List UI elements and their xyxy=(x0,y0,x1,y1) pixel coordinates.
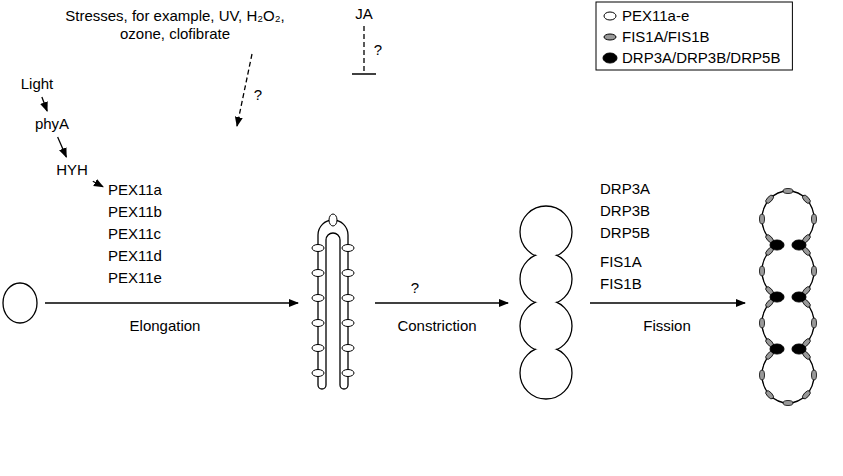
annotation-label: FIS1A xyxy=(600,253,642,271)
drp-symbol xyxy=(770,240,784,250)
node-text: PEX11b xyxy=(108,201,162,223)
round-peroxisome xyxy=(3,283,37,323)
annotation-label: DRP3A xyxy=(600,180,650,198)
peroxisome-lobe-fill xyxy=(763,296,813,350)
fis1-symbol xyxy=(783,401,793,406)
drp-symbol xyxy=(792,344,806,354)
fis1-symbol xyxy=(760,266,765,276)
term-node: Light xyxy=(19,74,56,94)
fis1-symbol xyxy=(801,194,811,205)
fission-arrow xyxy=(590,302,745,303)
peroxisome-lobe-fill xyxy=(521,254,571,304)
node-text: JA xyxy=(355,5,373,23)
term-node: phyA xyxy=(33,114,71,134)
legend-pex11-symbol xyxy=(604,12,616,20)
pex11-symbol xyxy=(312,295,324,302)
peroxisome-lobe-fill xyxy=(763,244,813,298)
activation-arrow xyxy=(93,181,103,187)
inhibition-bar xyxy=(352,73,376,75)
pex11-symbol xyxy=(312,320,324,327)
legend-fis1-symbol xyxy=(604,34,616,40)
elongation-arrow xyxy=(45,302,298,303)
activation-arrow xyxy=(58,137,67,157)
pex11-symbol xyxy=(312,270,324,277)
peroxisome-lobe-outline xyxy=(762,191,814,247)
drp-symbol xyxy=(792,292,806,302)
node-text: Stresses, for example, UV, H₂O₂, ozone, … xyxy=(42,7,308,43)
pex11-symbol xyxy=(312,345,324,352)
annotation-label: DRP5B xyxy=(600,224,650,242)
peroxisome-lobe-outline xyxy=(762,295,814,351)
legend-drp-symbol xyxy=(603,53,617,63)
fis1-symbol xyxy=(760,370,765,380)
pex11-symbol xyxy=(329,214,337,226)
pex11-symbol xyxy=(342,245,354,252)
node-text: PEX11a xyxy=(108,179,162,201)
legend-text: PEX11a-e xyxy=(622,7,689,25)
drp-symbol xyxy=(792,240,806,250)
annotation-label: ? xyxy=(374,41,382,59)
annotation-label: Fission xyxy=(643,317,691,335)
fis1-symbol xyxy=(760,318,765,328)
pex11-symbol xyxy=(342,270,354,277)
peroxisome-lobe-fill xyxy=(521,348,571,398)
pex11-symbol xyxy=(342,370,354,377)
drp-symbol xyxy=(770,292,784,302)
fis1-symbol xyxy=(801,389,811,400)
constriction-arrow xyxy=(375,302,508,303)
node-text: HYH xyxy=(56,161,88,179)
annotation-label: FIS1B xyxy=(600,275,642,293)
legend-text: FIS1A/FIS1B xyxy=(622,28,710,46)
peroxisome-lobe-outline xyxy=(520,206,572,258)
pex11-symbol xyxy=(342,345,354,352)
drp-symbol xyxy=(770,344,784,354)
annotation-label: Constriction xyxy=(397,317,476,335)
pex11-symbol xyxy=(342,295,354,302)
term-node: HYH xyxy=(54,160,90,180)
fis1-symbol xyxy=(764,194,774,205)
fis1-symbol xyxy=(760,214,765,224)
peroxisome-lobe-fill xyxy=(763,348,813,402)
pex11-symbol xyxy=(312,245,324,252)
pex11-symbol xyxy=(342,320,354,327)
fis1-symbol xyxy=(812,214,817,224)
term-node: PEX11aPEX11bPEX11cPEX11dPEX11e xyxy=(106,178,164,290)
annotation-label: ? xyxy=(254,86,262,104)
node-text: phyA xyxy=(35,115,69,133)
node-text: Light xyxy=(21,75,54,93)
peroxisome-lobe-outline xyxy=(520,300,572,352)
peroxisome-lobe-fill xyxy=(521,207,571,257)
legend-box xyxy=(596,2,792,70)
node-text: PEX11c xyxy=(108,223,162,245)
peroxisome-lobe-fill xyxy=(521,301,571,351)
stress-arrow xyxy=(237,54,252,126)
fis1-symbol xyxy=(783,189,793,194)
fis1-symbol xyxy=(812,318,817,328)
annotation-label: ? xyxy=(411,279,419,297)
pex11-symbol xyxy=(312,370,324,377)
term-node: Stresses, for example, UV, H₂O₂, ozone, … xyxy=(40,6,310,44)
peroxisome-lobe-outline xyxy=(762,347,814,403)
node-text: PEX11e xyxy=(108,267,162,289)
peroxisome-lobe-outline xyxy=(520,347,572,399)
peroxisome-lobe-outline xyxy=(762,243,814,299)
constricted-peroxisome xyxy=(520,206,572,399)
peroxisome-lobe-outline xyxy=(520,253,572,305)
annotation-label: DRP3B xyxy=(600,202,650,220)
fis1-symbol xyxy=(764,389,774,400)
node-text: PEX11d xyxy=(108,245,162,267)
legend-text: DRP3A/DRP3B/DRP5B xyxy=(622,49,780,67)
peroxisome-lobe-fill xyxy=(763,192,813,246)
activation-arrow xyxy=(42,97,47,111)
annotation-label: Elongation xyxy=(130,317,201,335)
inhibition-line xyxy=(363,26,364,74)
fis1-symbol xyxy=(812,370,817,380)
dividing-peroxisome xyxy=(760,189,817,406)
pex11-dots xyxy=(312,214,354,377)
fis1-symbol xyxy=(812,266,817,276)
term-node: JA xyxy=(353,4,375,24)
